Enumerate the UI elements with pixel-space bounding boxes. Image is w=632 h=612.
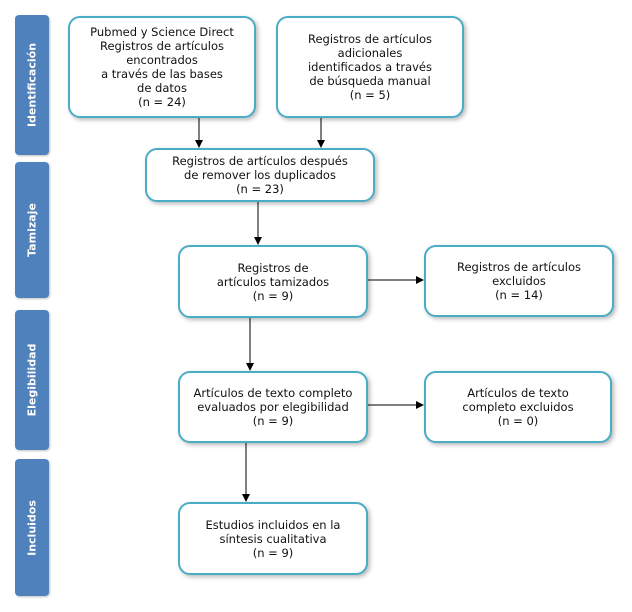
box-manual-records: Registros de artículos adicionales ident… <box>276 16 464 118</box>
box-manual-records-text: Registros de artículos adicionales ident… <box>307 32 433 102</box>
box-excluded-records: Registros de artículos excluidos (n = 14… <box>424 245 614 317</box>
phase-identificacion-label: Identificación <box>25 42 39 128</box>
box-screened-records: Registros de artículos tamizados (n = 9) <box>178 245 368 318</box>
phase-elegibilidad: Elegibilidad <box>15 310 49 450</box>
box-deduplicated-records-text: Registros de artículos después de remove… <box>172 154 348 196</box>
phase-elegibilidad-label: Elegibilidad <box>25 343 39 417</box>
box-fulltext-excluded-text: Artículos de texto completo excluidos (n… <box>462 386 574 428</box>
phase-incluidos: Incluidos <box>15 459 49 596</box>
box-fulltext-assessed-text: Artículos de texto completo evaluados po… <box>193 386 353 428</box>
box-database-records: Pubmed y Science Direct Registros de art… <box>68 16 256 118</box>
box-database-records-text: Pubmed y Science Direct Registros de art… <box>90 25 234 109</box>
phase-tamizaje-label: Tamizaje <box>25 203 39 257</box>
box-included-studies: Estudios incluidos en la síntesis cualit… <box>178 502 368 575</box>
box-fulltext-excluded: Artículos de texto completo excluidos (n… <box>424 371 612 443</box>
phase-identificacion: Identificación <box>15 15 49 155</box>
box-excluded-records-text: Registros de artículos excluidos (n = 14… <box>456 260 582 302</box>
box-fulltext-assessed: Artículos de texto completo evaluados po… <box>178 371 368 443</box>
box-deduplicated-records: Registros de artículos después de remove… <box>145 148 375 202</box>
box-included-studies-text: Estudios incluidos en la síntesis cualit… <box>205 517 341 560</box>
phase-tamizaje: Tamizaje <box>15 162 49 298</box>
box-screened-records-text: Registros de artículos tamizados (n = 9) <box>216 260 330 303</box>
phase-incluidos-label: Incluidos <box>25 499 39 556</box>
